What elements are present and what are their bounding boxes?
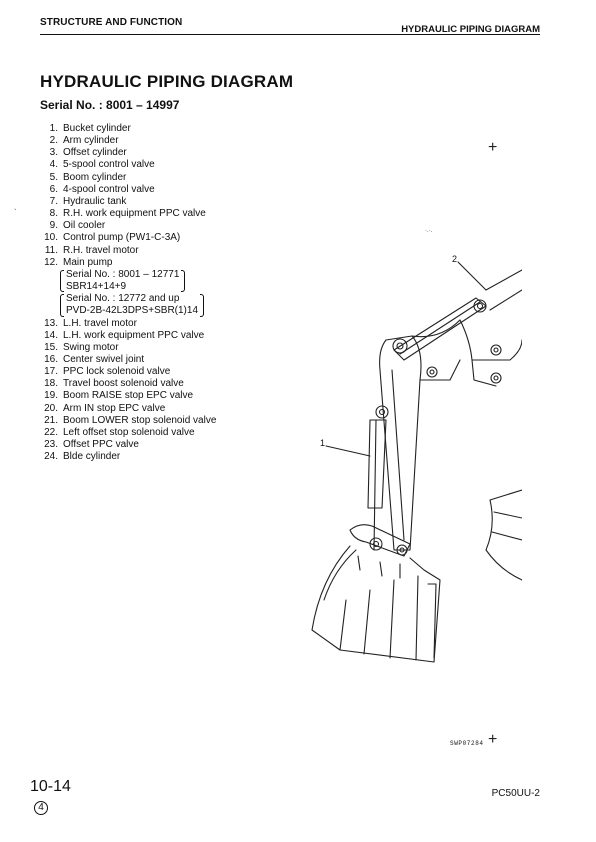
list-item: 19.Boom RAISE stop EPC valve — [44, 390, 194, 402]
section-header: STRUCTURE AND FUNCTION — [40, 17, 183, 28]
list-item: 12.Main pump — [44, 256, 113, 268]
list-item: 7.Hydraulic tank — [49, 195, 127, 207]
list-item: 2.Arm cylinder — [49, 135, 119, 147]
bucket-cylinder-outline — [367, 419, 387, 509]
list-item: 21.Boom LOWER stop solenoid valve — [44, 414, 217, 426]
page-title: HYDRAULIC PIPING DIAGRAM — [40, 72, 294, 91]
callout-1-leader — [325, 445, 371, 457]
parts-list: 1.Bucket cylinder 2.Arm cylinder 3.Offse… — [40, 123, 280, 463]
list-item: 10.Control pump (PW1-C-3A) — [44, 232, 181, 244]
list-item: 18.Travel boost solenoid valve — [44, 378, 184, 390]
list-item: 20.Arm IN stop EPC valve — [44, 402, 166, 414]
list-item: 15.Swing motor — [44, 341, 119, 353]
list-item: 24.Blde cylinder — [44, 451, 121, 463]
list-item: 8.R.H. work equipment PPC valve — [49, 208, 206, 220]
page-number: 10-14 — [30, 778, 71, 795]
list-item: 6.4-spool control valve — [49, 183, 155, 195]
callout-2-label: 2 — [452, 254, 457, 264]
model-name: PC50UU-2 — [491, 788, 540, 799]
list-item: 22.Left offset stop solenoid valve — [44, 426, 195, 438]
list-item: 13.L.H. travel motor — [44, 317, 137, 329]
arm-beam-outline — [379, 335, 422, 551]
blade-outline — [485, 489, 522, 581]
list-item: 9.Oil cooler — [49, 220, 106, 232]
callout-2-leader — [457, 261, 487, 291]
list-item: 5.Boom cylinder — [49, 171, 127, 183]
speck-mark: ` — [14, 208, 17, 217]
revision-badge: 4 — [34, 801, 48, 815]
list-item: 17.PPC lock solenoid valve — [44, 366, 171, 378]
excavator-arm-drawing: 1 2 — [311, 254, 522, 663]
serial-range: Serial No. : 8001 – 14997 — [40, 98, 180, 112]
list-item: 3.Offset cylinder — [49, 147, 127, 159]
list-item: 14.L.H. work equipment PPC valve — [44, 329, 205, 341]
list-item: 16.Center swivel joint — [44, 353, 145, 365]
callout-1-label: 1 — [320, 438, 325, 448]
registration-mark-icon: + — [488, 139, 498, 156]
list-item: 23.Offset PPC valve — [44, 439, 139, 451]
registration-mark-icon: + — [488, 731, 498, 748]
list-item: 4.5-spool control valve — [49, 159, 155, 171]
topic-header: HYDRAULIC PIPING DIAGRAM — [401, 24, 540, 35]
list-item: 1.Bucket cylinder — [49, 123, 131, 134]
bucket-outline — [311, 545, 441, 663]
list-item: 11.R.H. travel motor — [44, 244, 139, 256]
header-rule — [40, 34, 540, 35]
figure-id: SWP07284 — [450, 740, 484, 747]
speck-mark: ·.·. — [425, 228, 433, 234]
